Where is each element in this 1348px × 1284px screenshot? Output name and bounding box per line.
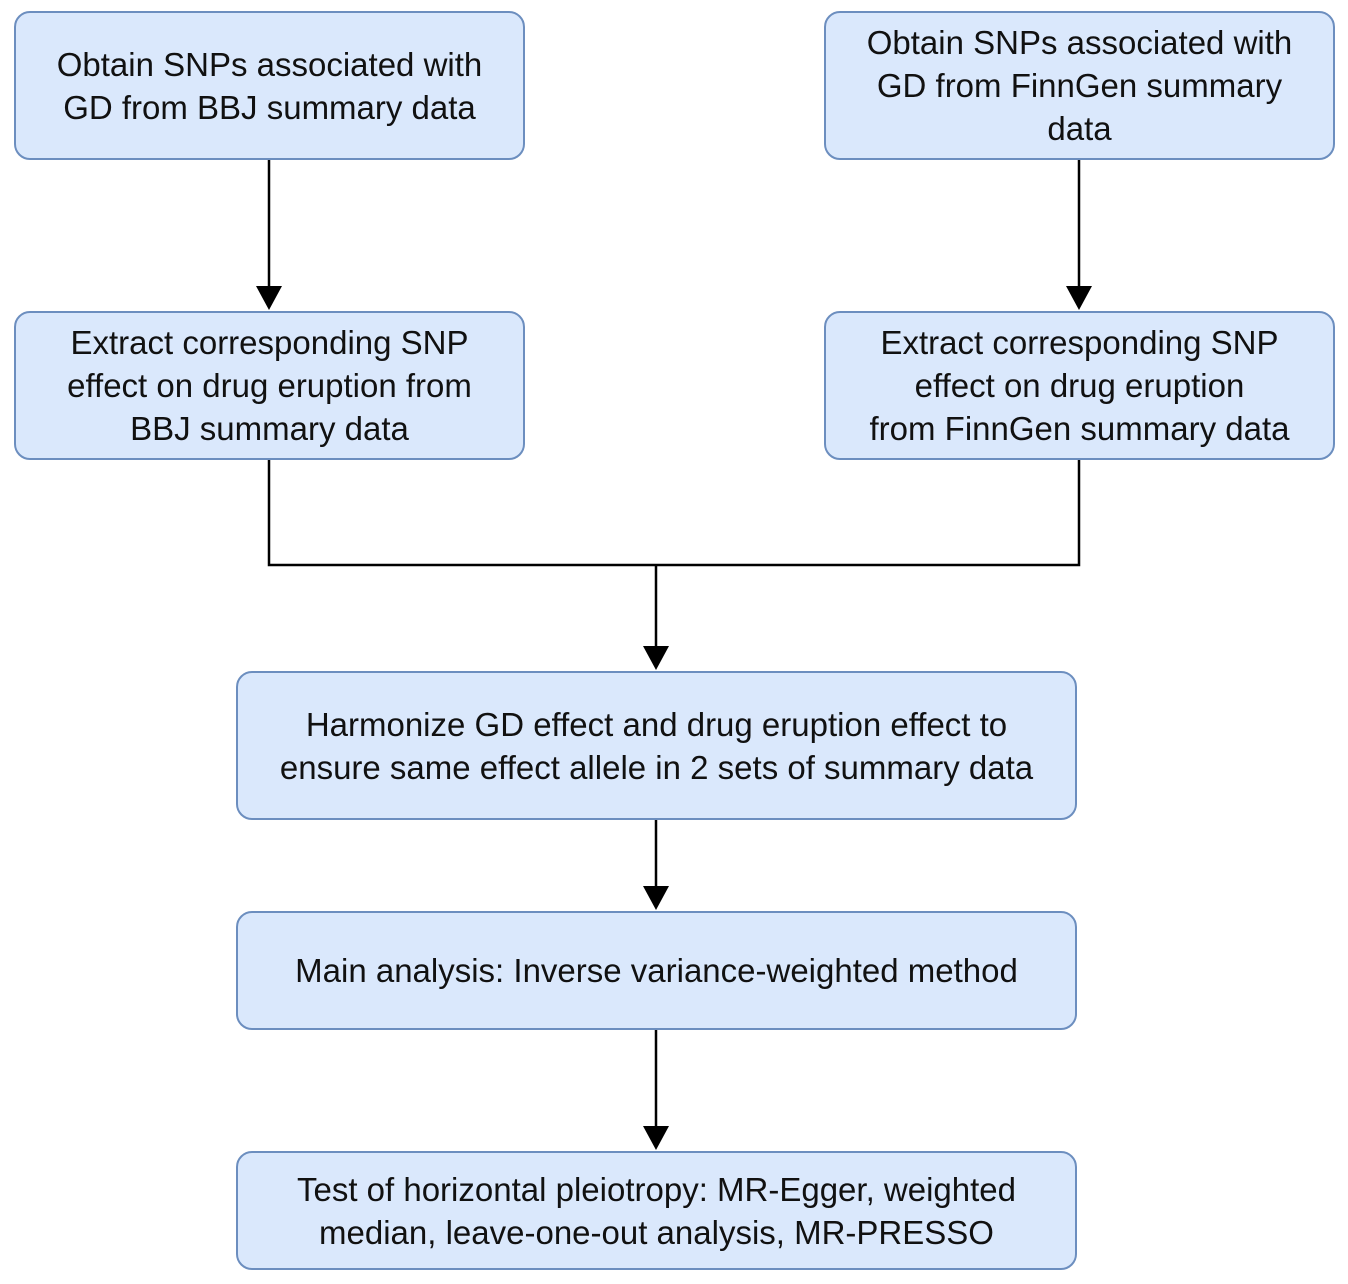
node-label: Obtain SNPs associated with GD from BBJ …: [56, 45, 483, 126]
arrowhead-box3: [256, 286, 282, 310]
node-label: Extract corresponding SNP effect on drug…: [869, 324, 1290, 447]
node-label: Extract corresponding SNP effect on drug…: [67, 324, 472, 447]
node-label: Main analysis: Inverse variance-weighted…: [295, 952, 1018, 989]
arrowhead-box6: [643, 886, 669, 910]
node-pleiotropy-test: Test of horizontal pleiotropy: MR-Egger,…: [236, 1151, 1077, 1270]
node-obtain-snps-finngen: Obtain SNPs associated with GD from Finn…: [824, 11, 1335, 160]
arrowhead-box7: [643, 1126, 669, 1150]
node-label: Harmonize GD effect and drug eruption ef…: [279, 705, 1034, 786]
connector-box3-box4-merge: [267, 460, 1081, 567]
node-extract-effect-bbj: Extract corresponding SNP effect on drug…: [14, 311, 525, 460]
node-label: Obtain SNPs associated with GD from Finn…: [866, 24, 1293, 147]
node-extract-effect-finngen: Extract corresponding SNP effect on drug…: [824, 311, 1335, 460]
node-label: Test of horizontal pleiotropy: MR-Egger,…: [296, 1170, 1017, 1251]
node-harmonize-effects: Harmonize GD effect and drug eruption ef…: [236, 671, 1077, 820]
node-main-analysis: Main analysis: Inverse variance-weighted…: [236, 911, 1077, 1030]
node-obtain-snps-bbj: Obtain SNPs associated with GD from BBJ …: [14, 11, 525, 160]
arrowhead-box4: [1066, 286, 1092, 310]
arrowhead-box5: [643, 646, 669, 670]
